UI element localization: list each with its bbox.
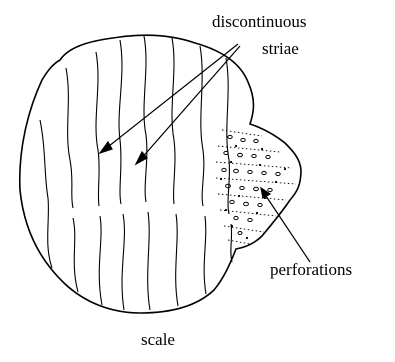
pore bbox=[254, 187, 259, 191]
stria-line bbox=[200, 46, 204, 206]
perforation-row-line bbox=[224, 226, 264, 232]
perforation-pores bbox=[222, 135, 280, 234]
stria-line bbox=[66, 68, 73, 208]
pore-dot bbox=[284, 168, 286, 170]
pore bbox=[226, 184, 231, 188]
pore bbox=[228, 135, 232, 138]
perforation-row-line bbox=[222, 130, 262, 136]
pore bbox=[240, 186, 244, 189]
perforation-row-line bbox=[216, 178, 296, 184]
pore-dot bbox=[246, 237, 248, 239]
stria-line bbox=[148, 212, 150, 310]
arrow-line bbox=[104, 44, 238, 150]
pore-dot bbox=[238, 195, 240, 197]
pore-dot bbox=[220, 178, 222, 180]
label-striae: striae bbox=[262, 39, 299, 59]
label-perforations: perforations bbox=[270, 260, 352, 280]
pore bbox=[222, 168, 226, 171]
striae-lines bbox=[40, 36, 232, 310]
pore-dot bbox=[259, 164, 261, 166]
pore bbox=[238, 232, 242, 235]
arrow-head bbox=[100, 142, 112, 153]
pore bbox=[234, 216, 238, 219]
pore-dot bbox=[275, 181, 277, 183]
stria-line bbox=[176, 214, 178, 306]
stria-line bbox=[73, 218, 78, 292]
perforations-arrow bbox=[261, 188, 310, 262]
perforation-dots bbox=[220, 145, 286, 239]
pore bbox=[258, 203, 262, 206]
stria-line bbox=[119, 40, 122, 204]
pore-dot bbox=[231, 225, 233, 227]
arrow-line bbox=[140, 46, 240, 160]
pore-dot bbox=[261, 148, 263, 150]
scale-outline bbox=[20, 35, 301, 313]
pore bbox=[252, 154, 256, 157]
stria-line bbox=[40, 120, 52, 268]
pore bbox=[248, 218, 252, 221]
pore bbox=[266, 155, 270, 158]
stria-line bbox=[144, 36, 147, 202]
pore bbox=[248, 170, 252, 173]
pore bbox=[230, 200, 234, 203]
pore-dot bbox=[256, 212, 258, 214]
pore bbox=[244, 202, 249, 206]
pore bbox=[234, 169, 239, 173]
pore-dot bbox=[230, 161, 232, 163]
pore-dot bbox=[235, 145, 237, 147]
stria-line bbox=[99, 216, 102, 305]
label-discontinuous: discontinuous bbox=[212, 12, 306, 32]
stria-line bbox=[231, 224, 232, 262]
pore-dot bbox=[225, 209, 227, 211]
pore bbox=[254, 139, 258, 142]
stria-line bbox=[122, 214, 124, 310]
label-scale: scale bbox=[141, 330, 175, 350]
pore bbox=[262, 171, 266, 174]
stria-line bbox=[204, 216, 206, 294]
pore bbox=[268, 188, 272, 191]
perforation-row-line bbox=[216, 162, 292, 168]
stria-line bbox=[96, 52, 99, 206]
pore bbox=[238, 153, 243, 156]
pore bbox=[276, 172, 280, 175]
pore bbox=[241, 138, 245, 141]
arrow-head bbox=[261, 188, 270, 198]
